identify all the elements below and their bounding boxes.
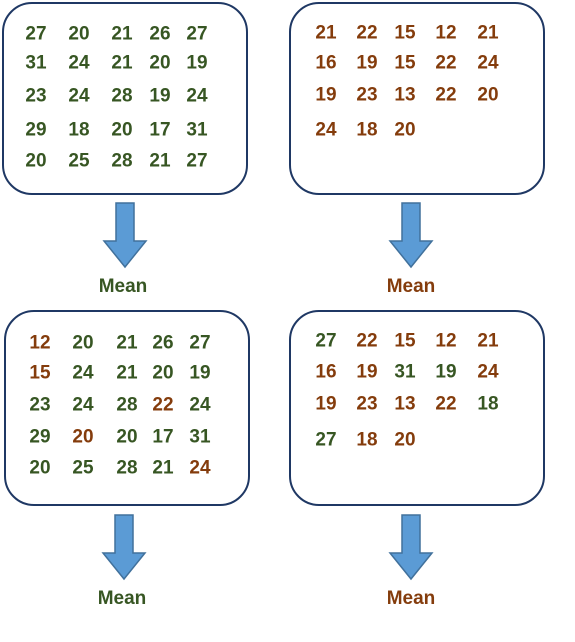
down-arrow-icon bbox=[102, 202, 148, 269]
number-cell: 13 bbox=[394, 84, 416, 106]
mean-label-top-right: Mean bbox=[386, 276, 436, 297]
number-cell: 27 bbox=[186, 150, 208, 172]
mean-label-bottom-left: Mean bbox=[97, 588, 147, 609]
number-cell: 28 bbox=[116, 394, 138, 416]
number-cell: 21 bbox=[477, 22, 499, 44]
number-cell: 27 bbox=[25, 23, 47, 45]
number-cell: 31 bbox=[189, 426, 211, 448]
number-cell: 22 bbox=[356, 330, 378, 352]
number-cell: 24 bbox=[186, 85, 208, 107]
number-box-top-right bbox=[289, 2, 545, 195]
number-cell: 15 bbox=[394, 52, 416, 74]
number-cell: 23 bbox=[29, 394, 51, 416]
number-cell: 20 bbox=[149, 52, 171, 74]
number-cell: 19 bbox=[315, 393, 337, 415]
number-cell: 24 bbox=[189, 457, 211, 479]
number-cell: 29 bbox=[25, 119, 47, 141]
number-cell: 25 bbox=[68, 150, 90, 172]
number-cell: 23 bbox=[356, 84, 378, 106]
number-cell: 22 bbox=[435, 52, 457, 74]
number-cell: 20 bbox=[25, 150, 47, 172]
number-cell: 29 bbox=[29, 426, 51, 448]
number-cell: 24 bbox=[477, 361, 499, 383]
number-cell: 15 bbox=[394, 22, 416, 44]
number-cell: 24 bbox=[68, 85, 90, 107]
number-cell: 27 bbox=[189, 332, 211, 354]
number-cell: 23 bbox=[25, 85, 47, 107]
number-box-top-left bbox=[2, 2, 248, 195]
mean-label-bottom-right: Mean bbox=[386, 588, 436, 609]
number-cell: 17 bbox=[149, 119, 171, 141]
number-cell: 21 bbox=[116, 332, 138, 354]
number-cell: 16 bbox=[315, 52, 337, 74]
number-cell: 27 bbox=[186, 23, 208, 45]
number-cell: 21 bbox=[116, 362, 138, 384]
number-cell: 18 bbox=[356, 429, 378, 451]
number-cell: 31 bbox=[186, 119, 208, 141]
number-cell: 22 bbox=[356, 22, 378, 44]
number-cell: 20 bbox=[68, 23, 90, 45]
number-cell: 17 bbox=[152, 426, 174, 448]
number-cell: 19 bbox=[149, 85, 171, 107]
number-cell: 15 bbox=[29, 362, 51, 384]
number-cell: 20 bbox=[394, 429, 416, 451]
number-cell: 24 bbox=[315, 119, 337, 141]
number-cell: 19 bbox=[189, 362, 211, 384]
number-cell: 21 bbox=[149, 150, 171, 172]
number-cell: 24 bbox=[72, 362, 94, 384]
down-arrow-icon bbox=[101, 514, 147, 581]
number-cell: 21 bbox=[477, 330, 499, 352]
number-cell: 18 bbox=[356, 119, 378, 141]
number-cell: 20 bbox=[111, 119, 133, 141]
number-cell: 19 bbox=[356, 361, 378, 383]
number-cell: 24 bbox=[477, 52, 499, 74]
number-cell: 24 bbox=[72, 394, 94, 416]
number-cell: 18 bbox=[68, 119, 90, 141]
number-cell: 19 bbox=[435, 361, 457, 383]
number-cell: 18 bbox=[477, 393, 499, 415]
number-cell: 21 bbox=[111, 52, 133, 74]
number-cell: 27 bbox=[315, 330, 337, 352]
number-cell: 28 bbox=[116, 457, 138, 479]
number-cell: 31 bbox=[25, 52, 47, 74]
number-cell: 26 bbox=[149, 23, 171, 45]
number-cell: 21 bbox=[111, 23, 133, 45]
number-cell: 19 bbox=[356, 52, 378, 74]
number-cell: 19 bbox=[186, 52, 208, 74]
number-cell: 20 bbox=[477, 84, 499, 106]
number-cell: 21 bbox=[152, 457, 174, 479]
mean-label-top-left: Mean bbox=[98, 276, 148, 297]
number-cell: 28 bbox=[111, 85, 133, 107]
number-cell: 20 bbox=[72, 426, 94, 448]
number-cell: 20 bbox=[394, 119, 416, 141]
number-box-bottom-left bbox=[4, 310, 250, 506]
number-cell: 24 bbox=[68, 52, 90, 74]
down-arrow-icon bbox=[388, 514, 434, 581]
number-cell: 22 bbox=[435, 84, 457, 106]
number-cell: 19 bbox=[315, 84, 337, 106]
number-cell: 24 bbox=[189, 394, 211, 416]
number-cell: 28 bbox=[111, 150, 133, 172]
number-cell: 20 bbox=[116, 426, 138, 448]
number-cell: 21 bbox=[315, 22, 337, 44]
number-cell: 23 bbox=[356, 393, 378, 415]
number-cell: 16 bbox=[315, 361, 337, 383]
number-box-bottom-right bbox=[289, 310, 545, 506]
number-cell: 27 bbox=[315, 429, 337, 451]
number-cell: 31 bbox=[394, 361, 416, 383]
number-cell: 12 bbox=[435, 330, 457, 352]
number-cell: 22 bbox=[152, 394, 174, 416]
number-cell: 12 bbox=[435, 22, 457, 44]
number-cell: 26 bbox=[152, 332, 174, 354]
number-cell: 13 bbox=[394, 393, 416, 415]
number-cell: 15 bbox=[394, 330, 416, 352]
number-cell: 20 bbox=[29, 457, 51, 479]
number-cell: 20 bbox=[72, 332, 94, 354]
number-cell: 12 bbox=[29, 332, 51, 354]
number-cell: 22 bbox=[435, 393, 457, 415]
down-arrow-icon bbox=[388, 202, 434, 269]
number-cell: 20 bbox=[152, 362, 174, 384]
number-cell: 25 bbox=[72, 457, 94, 479]
